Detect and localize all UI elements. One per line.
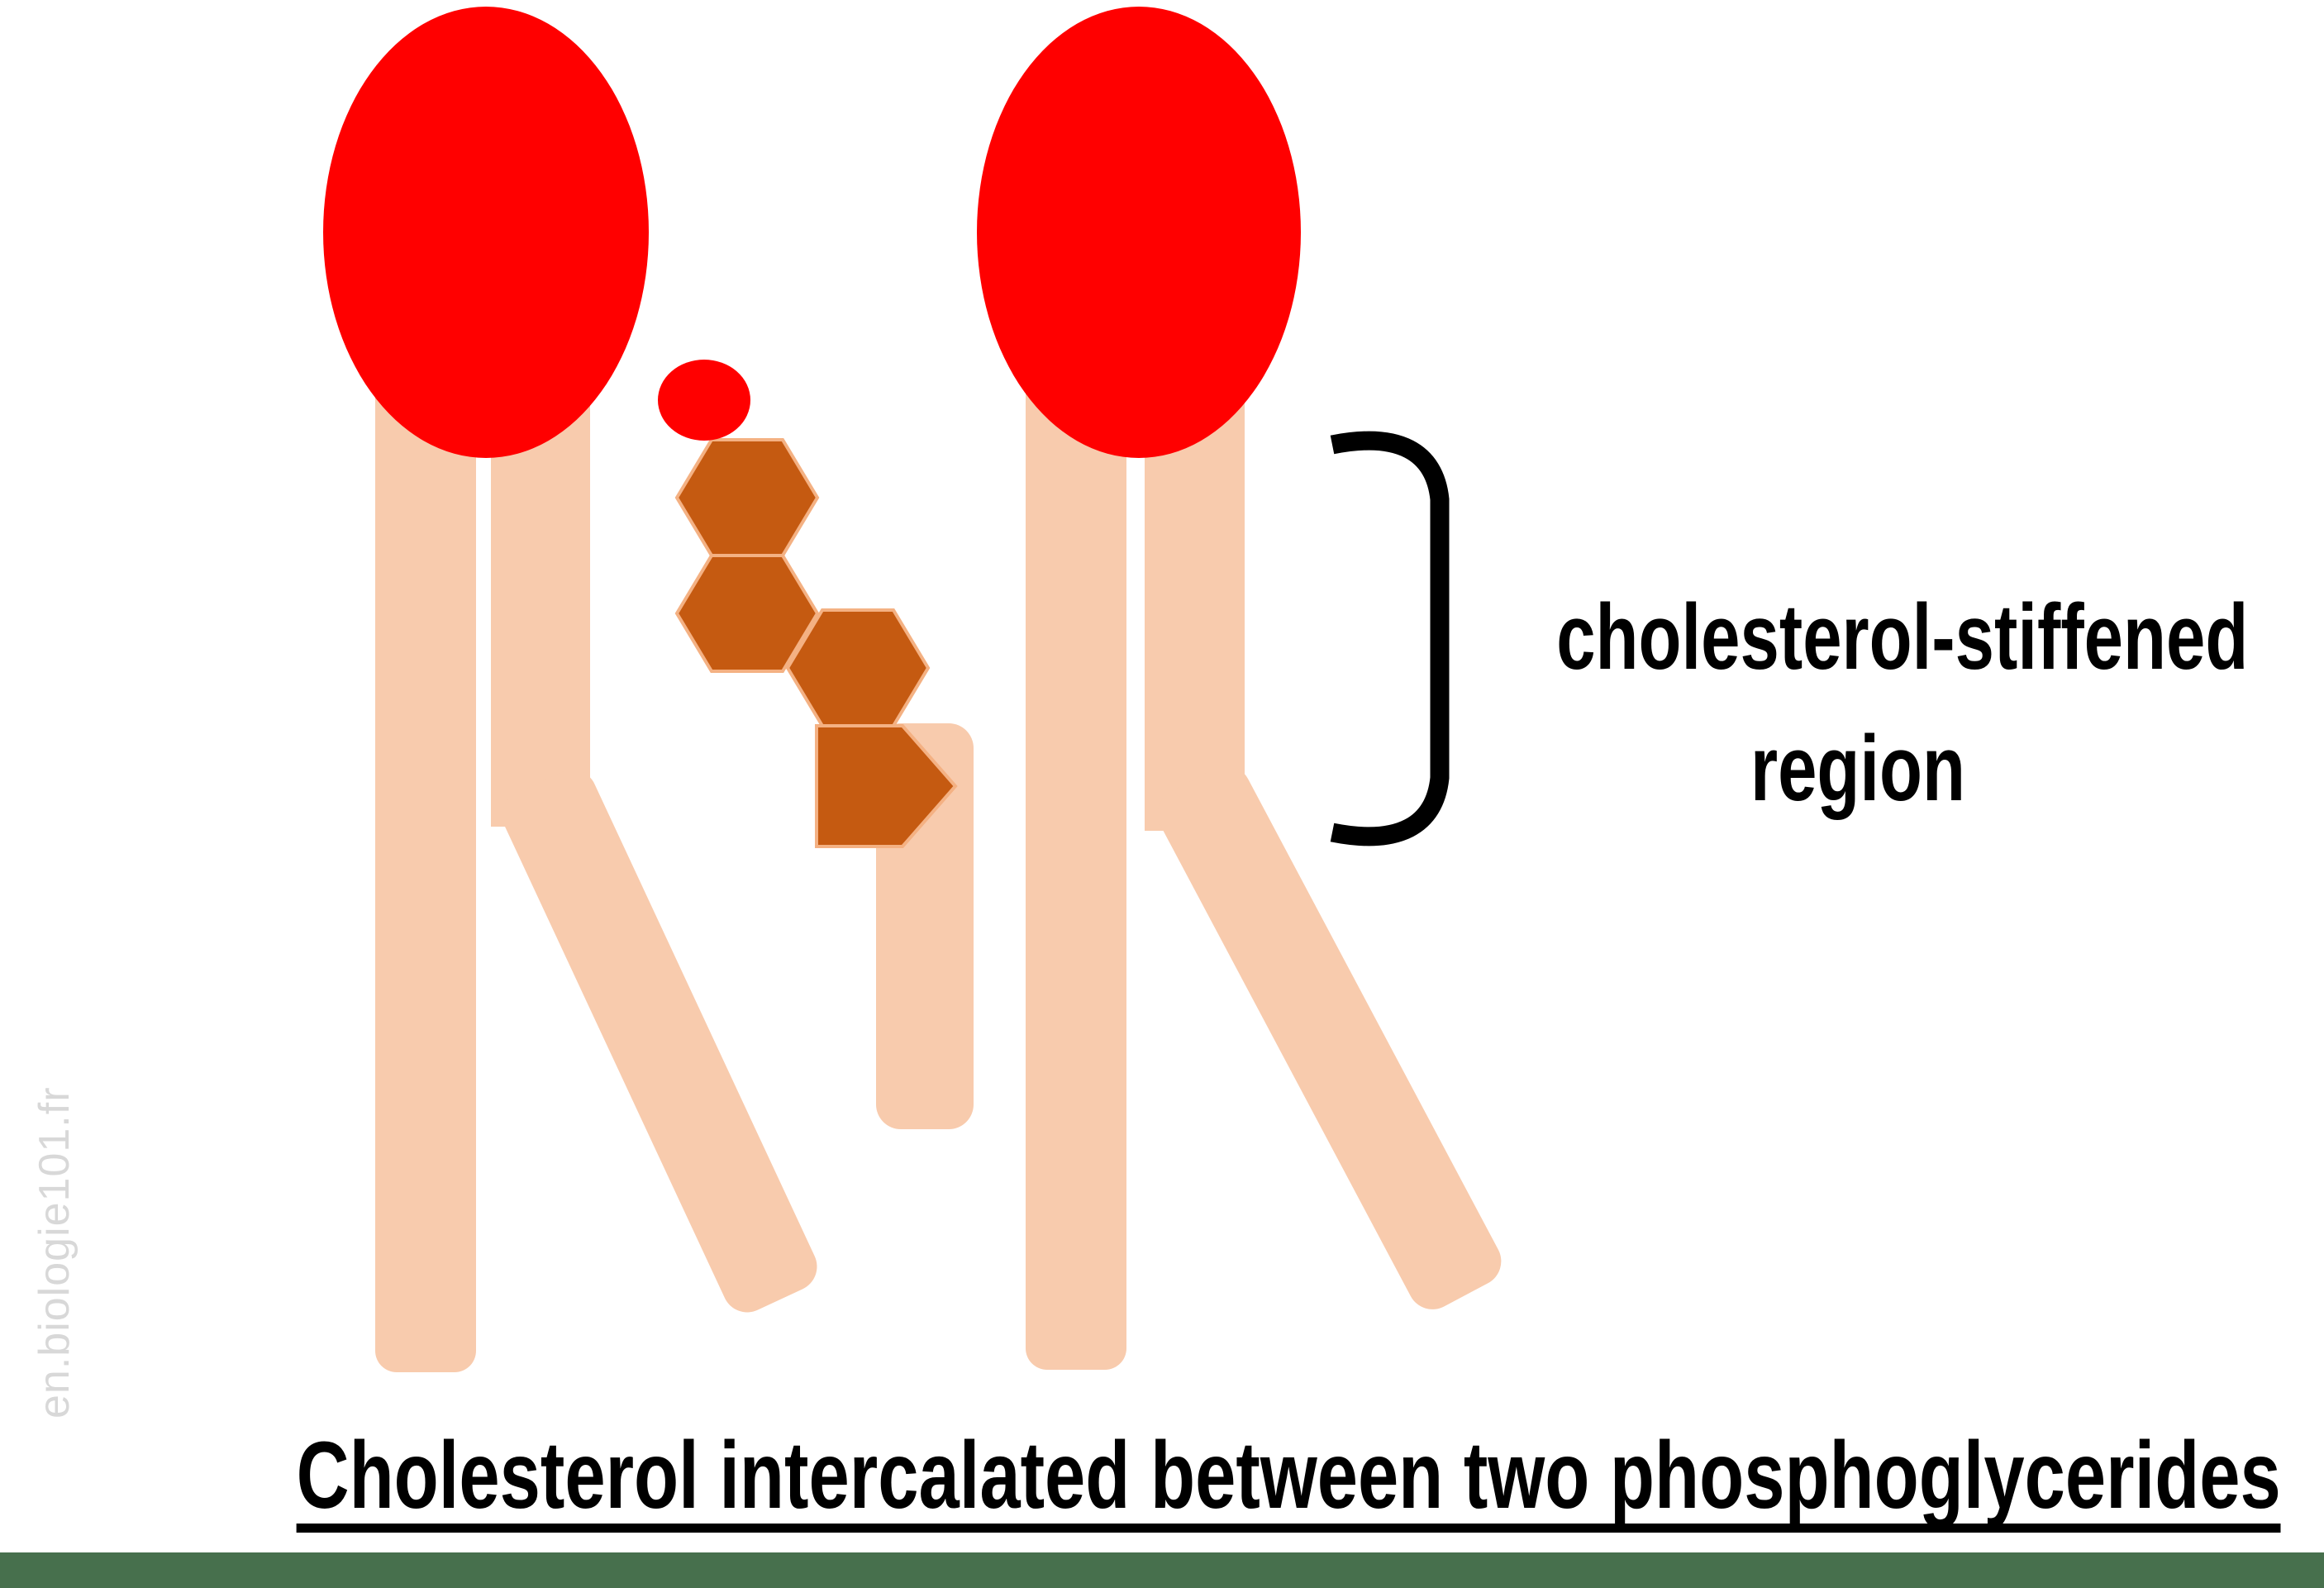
footer-bar (0, 1552, 2324, 1588)
caption-row: Cholesterol intercalated between two pho… (0, 1428, 2324, 1533)
left-phosphate-head (323, 7, 649, 458)
right-straight-tail (1026, 298, 1126, 1370)
region-annotation-line2: region (1750, 717, 1966, 821)
phospholipid-left (323, 7, 817, 1372)
cholesterol-hydroxyl-head (658, 360, 750, 441)
right-bent-tail-lower (1157, 765, 1502, 1309)
region-annotation-line1: cholesterol-stiffened (1556, 585, 2249, 689)
left-straight-tail (375, 298, 476, 1372)
right-phosphate-head (977, 7, 1301, 458)
diagram-title: Cholesterol intercalated between two pho… (296, 1428, 2281, 1533)
cholesterol-molecule (658, 360, 974, 1129)
region-annotation: cholesterol-stiffened region (1556, 571, 2249, 834)
cholesterol-ring-a (674, 438, 820, 557)
left-bent-tail-lower (502, 770, 817, 1313)
cholesterol-ring-d (815, 724, 958, 848)
region-bracket (1330, 431, 1450, 846)
watermark-text: en.biologie101.fr (31, 1086, 79, 1419)
cholesterol-ring-b (674, 554, 820, 673)
phospholipid-right (977, 7, 1502, 1370)
